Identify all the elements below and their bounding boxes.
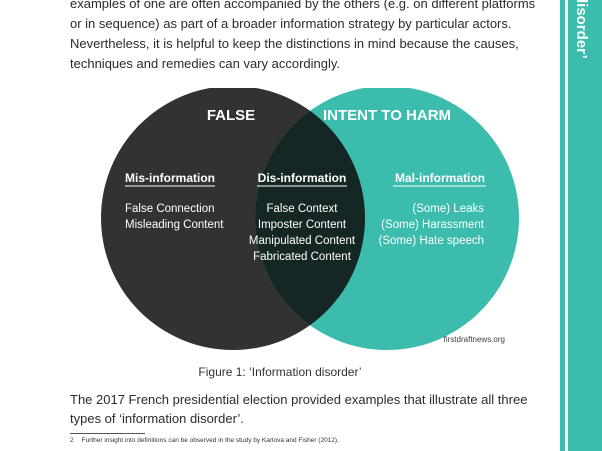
mal-information-item: (Some) Leaks (412, 203, 484, 215)
figure-caption: Figure 1: ‘Information disorder’ (198, 365, 362, 379)
dis-information-item: Manipulated Content (249, 235, 356, 247)
intro-paragraph: examples of one are often accompanied by… (70, 0, 548, 74)
footnote-divider (70, 433, 145, 434)
body-paragraph: The 2017 French presidential election pr… (70, 390, 540, 428)
footnote-number: 2 (70, 437, 74, 444)
dis-information-item: Imposter Content (258, 219, 347, 231)
mis-information-item: Misleading Content (125, 219, 224, 231)
dis-information-heading: Dis-information (258, 171, 347, 185)
intro-paragraph-text: examples of one are often accompanied by… (70, 0, 536, 71)
mal-information-heading: Mal-information (395, 171, 485, 185)
sidebar-label-text: disorder’ (573, 0, 590, 59)
mal-information-item: (Some) Hate speech (379, 235, 484, 247)
dis-information-item: False Context (267, 203, 339, 215)
intent-to-harm-title: INTENT TO HARM (323, 107, 451, 124)
footnote: 2 Further insight into definitions can be… (70, 437, 339, 444)
mis-information-item: False Connection (125, 203, 215, 215)
mis-information-heading: Mis-information (125, 171, 215, 185)
overlap-region (255, 86, 365, 350)
source-credit: firstdraftnews.org (444, 335, 505, 344)
sidebar-divider-line (565, 0, 568, 451)
dis-information-item: Fabricated Content (253, 251, 352, 263)
footnote-text: Further insight into definitions can be … (81, 437, 339, 444)
mal-information-item: (Some) Harassment (381, 219, 485, 231)
false-title: FALSE (207, 107, 255, 124)
information-disorder-venn-diagram: FALSE INTENT TO HARM Mis-information Dis… (0, 86, 560, 358)
sidebar-label: disorder’ (573, 0, 602, 59)
body-paragraph-text: The 2017 French presidential election pr… (70, 392, 528, 426)
